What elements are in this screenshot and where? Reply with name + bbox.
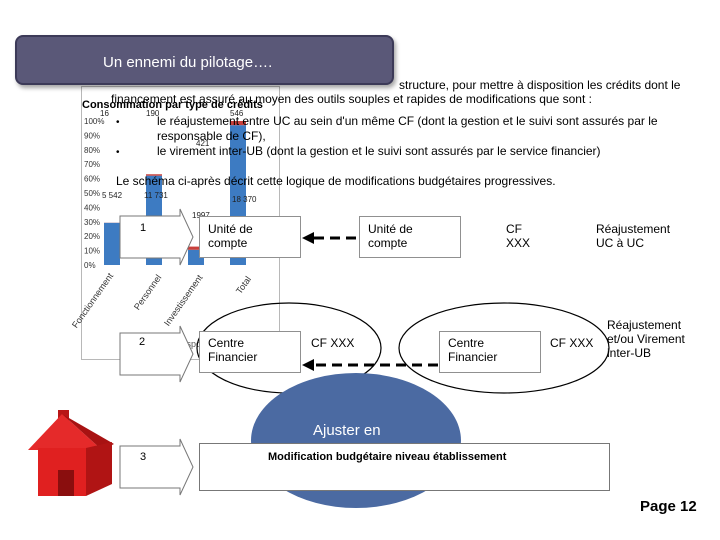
page-number: Page 12 (640, 498, 697, 515)
arrow-left-icon (302, 359, 314, 371)
y-tick-label: 20% (84, 232, 100, 241)
y-tick-label: 90% (84, 131, 100, 140)
uc-box-1-line2: compte (208, 236, 248, 250)
uc-box-1-line1: Unité de (208, 222, 253, 236)
cf-box-2-line2: Financier (448, 350, 498, 364)
y-tick-label: 80% (84, 146, 100, 155)
cf-box-2-line1: Centre (448, 336, 485, 350)
cf-code-1: CF XXX (311, 336, 355, 350)
uc-box-2-line1: Unité de (368, 222, 413, 236)
data-label: 11 731 (144, 191, 168, 200)
cf-box-2 (439, 331, 541, 373)
step-1-number: 1 (140, 222, 147, 234)
step-1-arrow (119, 208, 194, 266)
data-label: 1997 (192, 211, 210, 220)
y-tick-label: 10% (84, 247, 100, 256)
data-label: 190 (146, 110, 160, 118)
data-label: 5 542 (102, 191, 123, 200)
uc-box-2 (359, 216, 461, 258)
cf-label-line2: XXX (506, 236, 531, 250)
modification-label: Modification budgétaire niveau établisse… (268, 451, 507, 463)
uc-box-1 (199, 216, 301, 258)
doc-line-2: financement est assuré au moyen des outi… (111, 92, 592, 106)
row2-label-line1: Réajustement (607, 318, 682, 332)
bar-engaged (104, 222, 120, 265)
y-tick-label: 70% (84, 160, 100, 169)
doc-bullet-2: le virement inter-UB (dont la gestion et… (157, 144, 601, 158)
row2-label-line2: et/ou Virement (607, 332, 685, 346)
bar-remaining (188, 246, 204, 250)
y-tick-label: 100% (84, 117, 104, 126)
doc-bullet-1a: le réajustement entre UC au sein d'un mê… (157, 114, 658, 128)
house-icon (28, 410, 114, 496)
arrow-left-icon (302, 232, 314, 244)
data-label: 18 370 (232, 195, 257, 204)
data-label: 16 (100, 110, 109, 118)
chart-title: Consommation par type de crédits (82, 99, 263, 111)
step-3-number: 3 (140, 451, 147, 463)
data-label: 546 (230, 110, 244, 118)
doc-bullet-1b: responsable de CF), (157, 129, 266, 143)
page-title: Un ennemi du pilotage…. (103, 54, 273, 71)
doc-line-1: structure, pour mettre à disposition les… (399, 78, 681, 92)
uc-box-2-line2: compte (368, 236, 408, 250)
row2-label-line3: inter-UB (607, 346, 652, 360)
title-banner (15, 35, 394, 85)
cf-code-2: CF XXX (550, 336, 594, 350)
y-tick-label: 50% (84, 189, 100, 198)
y-tick-label: 40% (84, 203, 100, 212)
row1-label-line2: UC à UC (596, 236, 645, 250)
adjust-label: Ajuster en (313, 422, 381, 439)
bar-remaining (146, 174, 162, 176)
bar-remaining (230, 121, 246, 126)
doc-schema: Le schéma ci-après décrit cette logique … (116, 174, 556, 188)
modification-bar (199, 443, 610, 491)
partial-text: Dispo (178, 339, 202, 349)
step-2-number: 2 (139, 336, 146, 348)
bullet-icon: • (116, 147, 120, 158)
cf-box-1 (199, 331, 301, 373)
y-tick-label: 0% (84, 261, 96, 270)
y-tick-label: 30% (84, 218, 100, 227)
cf-label-line1: CF (506, 222, 522, 236)
step-2-arrow (119, 325, 194, 383)
data-label: 421 (196, 139, 210, 148)
y-tick-label: 60% (84, 175, 100, 184)
bullet-icon: • (116, 117, 120, 128)
step-3-arrow (119, 438, 194, 496)
cf-box-1-line1: Centre (208, 336, 245, 350)
ellipse-2 (398, 302, 610, 394)
cf-box-1-line2: Financier (208, 350, 258, 364)
row1-label-line1: Réajustement (596, 222, 671, 236)
